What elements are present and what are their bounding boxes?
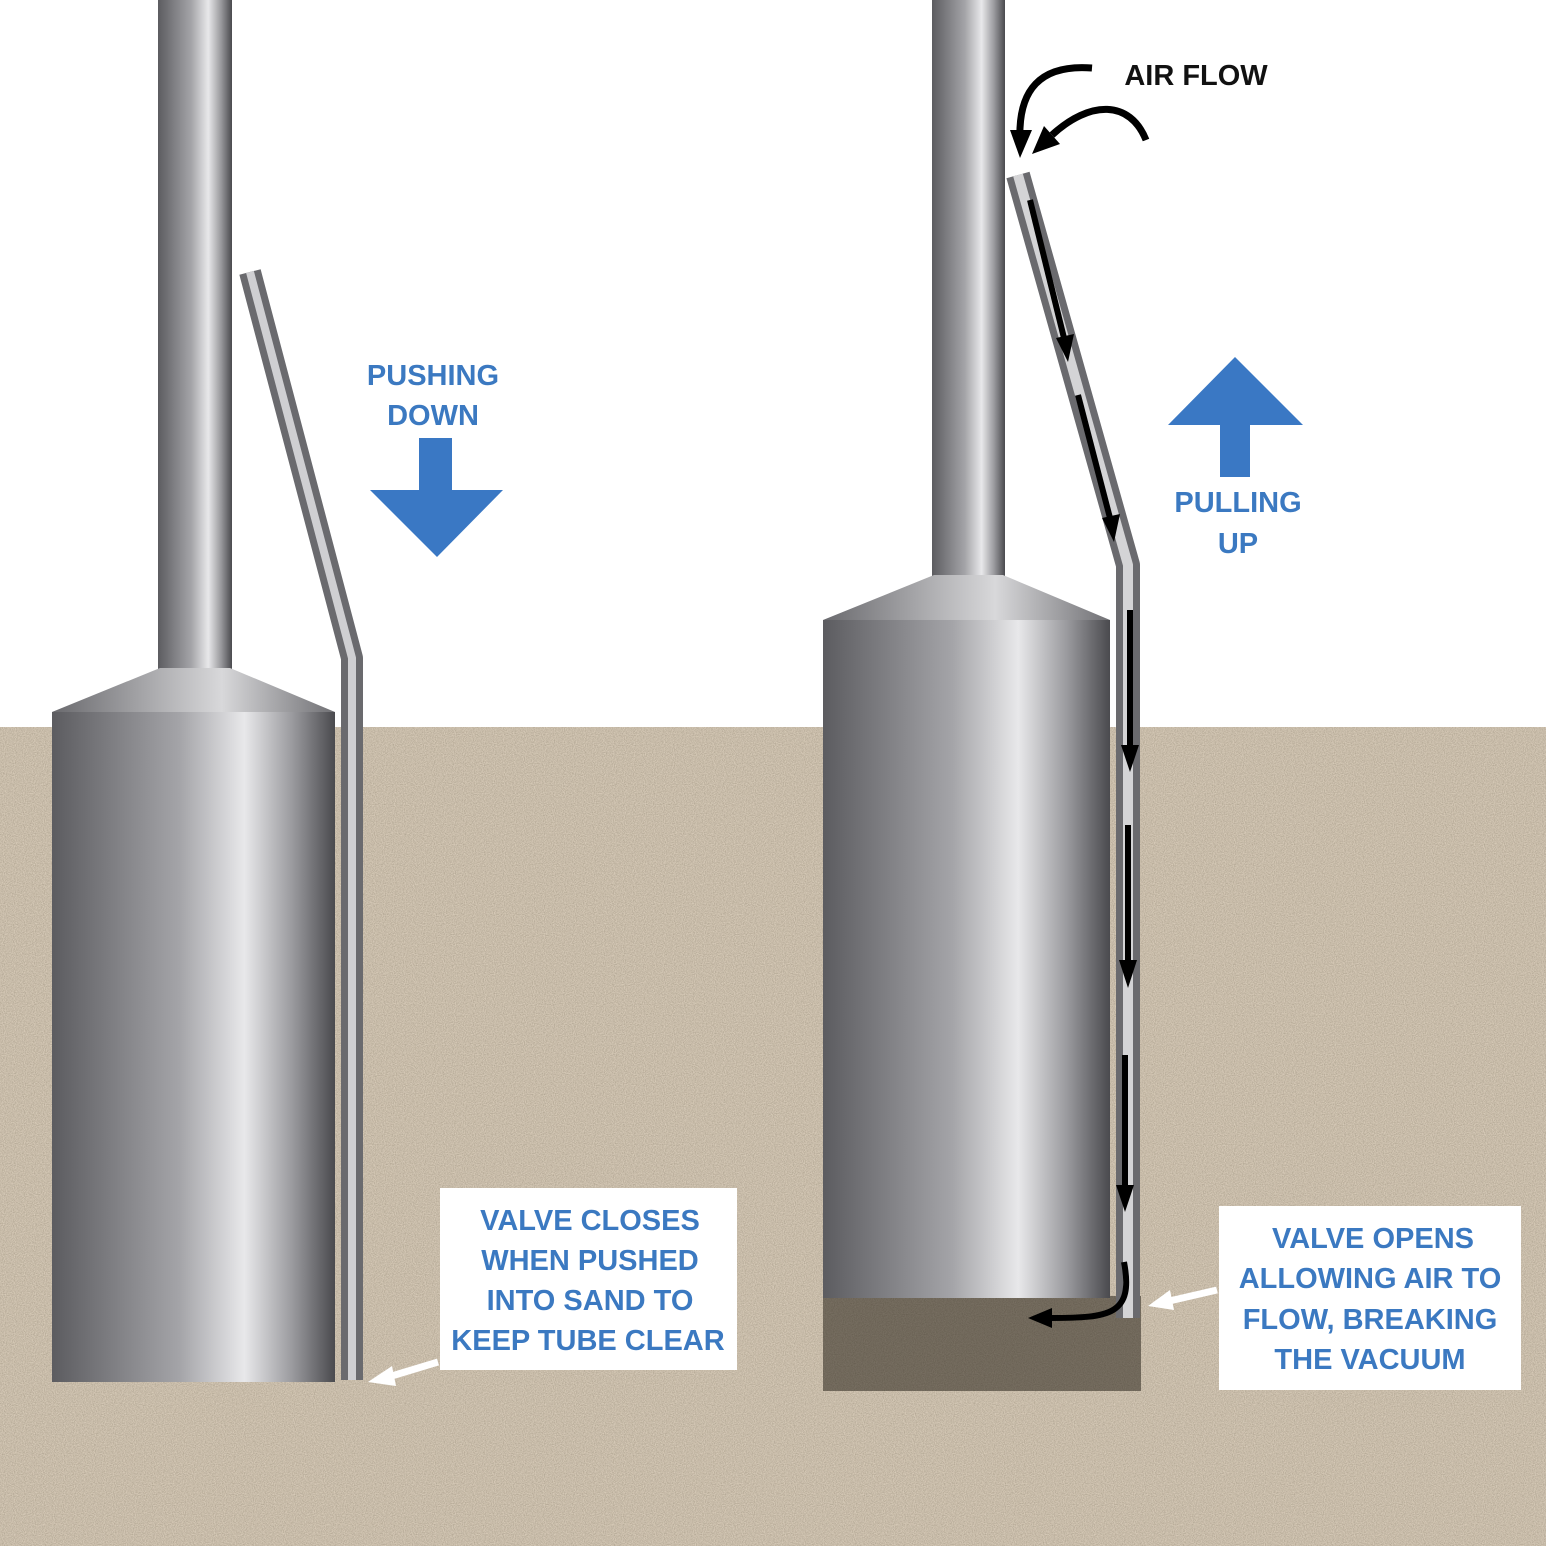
push-label-line1: PUSHING: [367, 360, 499, 392]
right-pointer-arrow-icon: [1148, 1286, 1218, 1310]
push-down-arrow-icon: [370, 438, 503, 557]
pull-label-line1: PULLING: [1174, 487, 1301, 519]
right-callout-box: [1219, 1206, 1521, 1390]
left-callout-line: VALVE CLOSES: [480, 1205, 700, 1237]
left-anchor: [52, 0, 363, 1382]
left-callout-line: WHEN PUSHED: [481, 1245, 699, 1277]
right-anchor: [823, 0, 1140, 1318]
left-callout-line: INTO SAND TO: [487, 1285, 694, 1317]
right-callout-line: THE VACUUM: [1274, 1344, 1465, 1376]
right-callout-line: VALVE OPENS: [1272, 1223, 1474, 1255]
airflow-label: AIR FLOW: [1124, 60, 1268, 92]
airflow-arrows-icon: [1010, 64, 1150, 1328]
left-pointer-arrow-icon: [368, 1358, 440, 1386]
left-callout-line: KEEP TUBE CLEAR: [451, 1325, 724, 1357]
right-cone: [823, 575, 1110, 620]
right-pole: [932, 0, 1005, 577]
left-callout-box: [440, 1188, 737, 1370]
left-cylinder: [52, 712, 335, 1382]
left-pole: [158, 0, 232, 670]
pull-up-arrow-icon: [1168, 357, 1303, 477]
right-cylinder: [823, 620, 1110, 1298]
right-shadow: [823, 1296, 1141, 1391]
push-label-line2: DOWN: [387, 400, 479, 432]
left-cone: [52, 668, 335, 712]
right-callout-line: FLOW, BREAKING: [1243, 1304, 1498, 1336]
right-callout-line: ALLOWING AIR TO: [1239, 1263, 1502, 1295]
pull-label-line2: UP: [1218, 528, 1258, 560]
